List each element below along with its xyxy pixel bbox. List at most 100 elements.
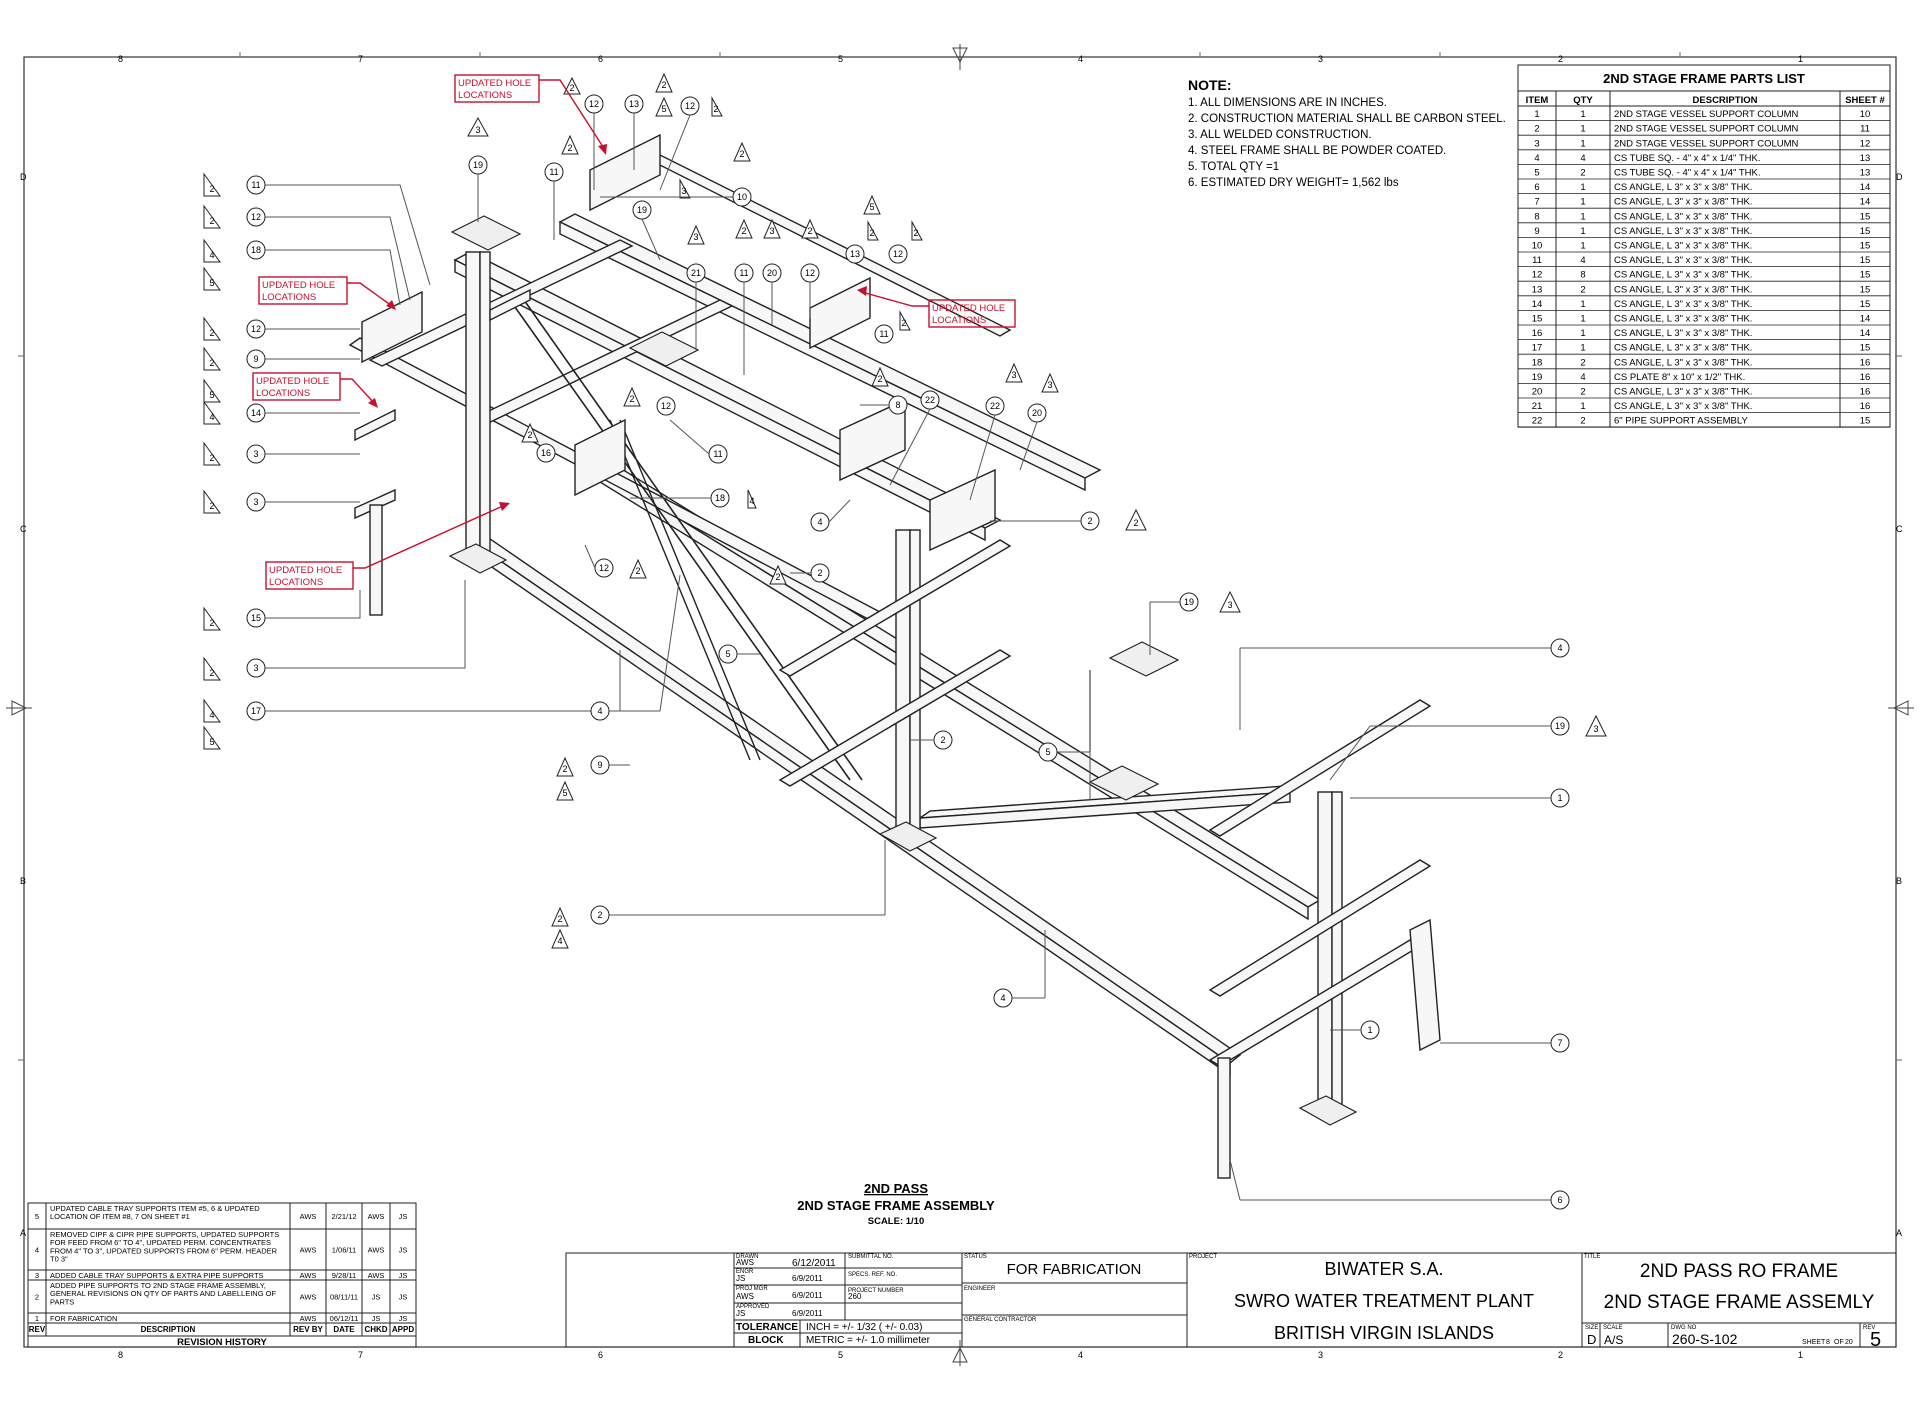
note-2: 2. CONSTRUCTION MATERIAL SHALL BE CARBON…	[1188, 113, 1506, 125]
parts-cell-qty: 1	[1580, 299, 1585, 310]
parts-header-item: ITEM	[1526, 95, 1549, 106]
parts-cell-sheet: 10	[1860, 109, 1871, 120]
rev-cell-chkd: JS	[372, 1293, 381, 1302]
parts-cell-item: 11	[1532, 255, 1542, 266]
balloon-top-19b: 19	[632, 200, 661, 261]
balloon-mid-2c: 224	[551, 840, 886, 949]
parts-cell-sheet: 14	[1860, 314, 1871, 325]
parts-cell-qty: 1	[1580, 343, 1585, 354]
parts-cell-sheet: 16	[1860, 357, 1871, 368]
svg-text:5: 5	[562, 788, 567, 798]
zone-col-1: 1	[1798, 54, 1803, 64]
svg-text:5: 5	[661, 104, 666, 114]
svg-text:12: 12	[599, 563, 609, 573]
balloon-mid-4: 4	[810, 499, 851, 532]
balloon-top-8: 82	[860, 366, 908, 415]
svg-text:9: 9	[597, 760, 602, 770]
svg-text:3: 3	[1318, 1350, 1323, 1360]
view-caption-line2: 2ND STAGE FRAME ASSEMBLY	[797, 1198, 995, 1213]
svg-text:12: 12	[805, 268, 815, 278]
svg-text:2: 2	[209, 328, 214, 338]
svg-text:12: 12	[685, 101, 695, 111]
svg-text:7: 7	[1557, 1038, 1562, 1048]
title-block: DRAWN AWS 6/12/2011 ENGR JS 6/9/2011 PRO…	[565, 1252, 1897, 1351]
svg-text:10: 10	[737, 192, 747, 202]
svg-text:2: 2	[635, 566, 640, 576]
svg-text:2: 2	[877, 374, 882, 384]
tb-size-label: SIZE	[1585, 1325, 1598, 1331]
parts-cell-qty: 4	[1580, 255, 1585, 266]
rev-cell-description: FROM 4" TO 3", UPDATED SUPPORTS FROM 6" …	[50, 1246, 278, 1255]
tb-project-line1: BIWATER S.A.	[1324, 1259, 1443, 1279]
svg-text:UPDATED HOLE: UPDATED HOLE	[932, 303, 1005, 314]
balloon-item-3c: 32	[203, 656, 266, 681]
parts-cell-description: CS ANGLE, L 3" x 3" x 3/8" THK.	[1614, 284, 1752, 295]
balloon-mid-9: 925	[556, 755, 630, 801]
rev-cell-appd: JS	[399, 1246, 408, 1255]
tb-approved-by: JS	[736, 1309, 745, 1318]
tb-dwg-no: 260-S-102	[1672, 1331, 1738, 1347]
rev-header-description: DESCRIPTION	[141, 1325, 196, 1334]
rev-header-date: DATE	[333, 1325, 355, 1334]
tb-title-line1: 2ND PASS RO FRAME	[1640, 1261, 1838, 1282]
balloon-mid-5b: 5	[1038, 742, 1091, 800]
parts-cell-sheet: 15	[1860, 284, 1871, 295]
svg-text:2: 2	[209, 501, 214, 511]
rev-cell-appd: JS	[399, 1271, 408, 1280]
svg-text:D: D	[1896, 172, 1903, 182]
svg-text:2: 2	[1087, 516, 1092, 526]
rev-header-revby: REV BY	[293, 1325, 323, 1334]
svg-text:3: 3	[1593, 724, 1598, 734]
note-6: 6. ESTIMATED DRY WEIGHT= 1,562 lbs	[1188, 177, 1399, 189]
zone-col-8: 8	[118, 54, 123, 64]
tb-project-label: PROJECT	[1189, 1254, 1217, 1260]
parts-cell-qty: 1	[1580, 328, 1585, 339]
notes-block: NOTE: 1. ALL DIMENSIONS ARE IN INCHES. 2…	[1188, 77, 1506, 189]
svg-text:UPDATED HOLE: UPDATED HOLE	[262, 280, 335, 291]
rev-cell-description: REMOVED CIPF & CIPR PIPE SUPPORTS, UPDAT…	[50, 1230, 279, 1239]
parts-cell-description: CS ANGLE, L 3" x 3" x 3/8" THK.	[1614, 211, 1752, 222]
svg-text:3: 3	[693, 232, 698, 242]
parts-cell-description: CS ANGLE, L 3" x 3" x 3/8" THK.	[1614, 343, 1752, 354]
svg-text:1: 1	[1798, 1350, 1803, 1360]
svg-text:4: 4	[817, 517, 822, 527]
svg-text:UPDATED HOLE: UPDATED HOLE	[458, 78, 531, 89]
tb-tolerance-label: TOLERANCE	[736, 1322, 798, 1333]
rev-cell-description: ADDED PIPE SUPPORTS TO 2ND STAGE FRAME A…	[50, 1281, 266, 1290]
parts-cell-qty: 1	[1580, 226, 1585, 237]
svg-text:5: 5	[1045, 747, 1050, 757]
svg-text:4: 4	[597, 706, 602, 716]
svg-text:2: 2	[209, 453, 214, 463]
svg-text:2: 2	[1133, 518, 1138, 528]
tb-specs-label: SPECS. REF. NO.	[848, 1272, 897, 1278]
svg-text:3: 3	[253, 449, 258, 459]
tb-rev-label: REV	[1863, 1325, 1875, 1331]
parts-cell-item: 1	[1534, 109, 1539, 120]
svg-text:19: 19	[637, 205, 647, 215]
svg-text:16: 16	[541, 448, 551, 458]
parts-cell-qty: 2	[1580, 168, 1585, 179]
svg-text:11: 11	[879, 329, 888, 339]
tb-projnum: 260	[848, 1292, 862, 1301]
note-3: 3. ALL WELDED CONSTRUCTION.	[1188, 129, 1372, 141]
parts-cell-item: 4	[1534, 153, 1539, 164]
parts-cell-sheet: 14	[1860, 328, 1871, 339]
rev-cell-date: 9/28/11	[332, 1271, 356, 1280]
svg-text:2: 2	[527, 430, 532, 440]
parts-cell-sheet: 11	[1860, 124, 1870, 135]
svg-text:1: 1	[1367, 1025, 1372, 1035]
balloon-top-11d: 11	[669, 419, 728, 464]
svg-text:2: 2	[209, 358, 214, 368]
svg-text:1: 1	[1557, 793, 1562, 803]
note-4: 4. STEEL FRAME SHALL BE POWDER COATED.	[1188, 145, 1446, 157]
rev-cell-revby: AWS	[300, 1212, 317, 1221]
svg-text:C: C	[20, 524, 27, 534]
svg-text:12: 12	[661, 401, 671, 411]
parts-cell-item: 15	[1532, 314, 1543, 325]
parts-cell-description: CS ANGLE, L 3" x 3" x 3/8" THK.	[1614, 255, 1752, 266]
tb-gc-label: GENERAL CONTRACTOR	[964, 1317, 1037, 1323]
balloon-top-11b: 112	[734, 218, 754, 375]
